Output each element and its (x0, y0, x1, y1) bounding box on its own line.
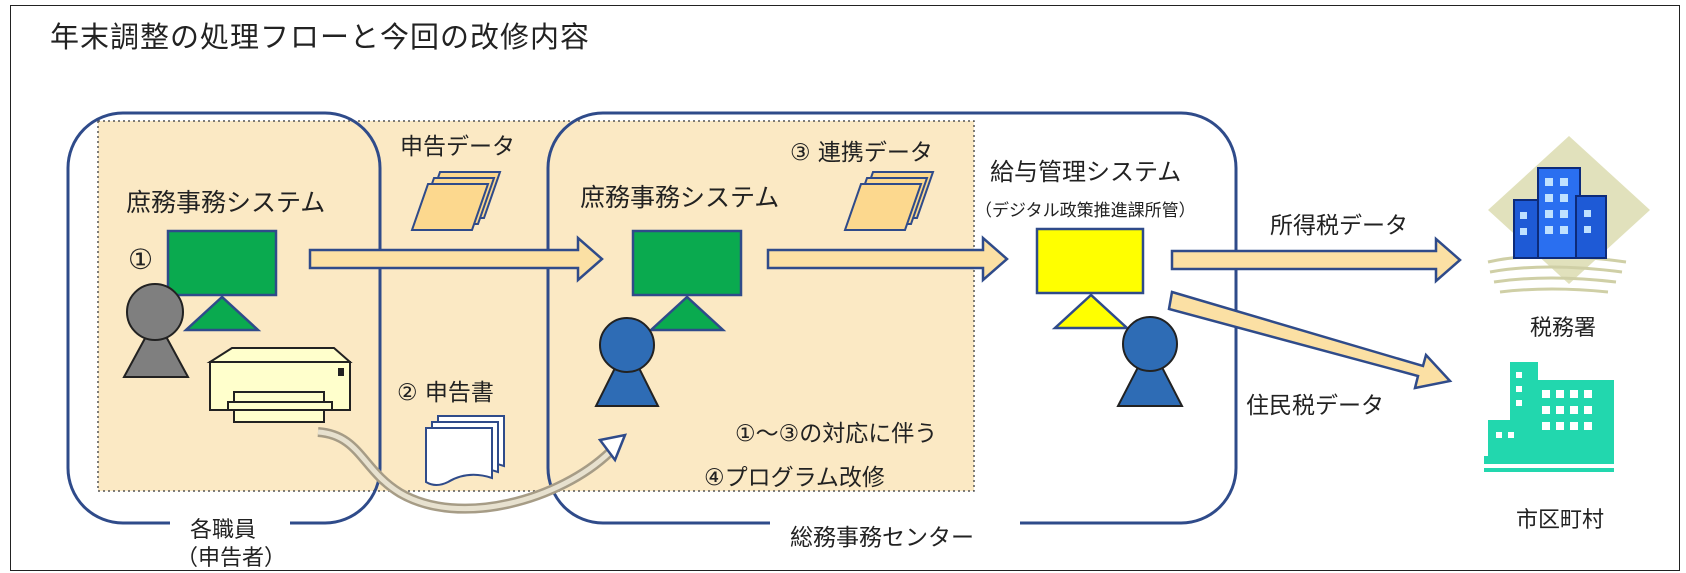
monitor-stand-icon-payroll (1051, 293, 1131, 330)
diagram-frame (10, 5, 1680, 571)
person-head-blue-payroll (1122, 316, 1178, 372)
person-body-blue-center (594, 341, 660, 407)
resident-tax-data-label: 住民税データ (1246, 393, 1384, 419)
person-body-blue-payroll (1116, 341, 1184, 407)
program-note-line2: ④プログラム改修 (704, 465, 885, 491)
center-system-label: 庶務事務システム (580, 183, 780, 212)
person-body-gray (122, 315, 190, 378)
program-note-line1: ①～③の対応に伴う (735, 421, 938, 447)
data-files-icon-center (843, 171, 935, 231)
arrow-income-tax (1170, 236, 1462, 284)
tax-office-building-icon (1487, 136, 1650, 294)
tax-office-label: 税務署 (1530, 316, 1597, 341)
declaration-form-label: ② 申告書 (397, 380, 494, 406)
monitor-icon (166, 229, 278, 297)
curved-arrow-head (597, 433, 628, 463)
group-center-label: 総務事務センター (790, 525, 974, 551)
modification-scope-band (97, 120, 975, 492)
step-1-marker: ① (128, 243, 154, 276)
payroll-system-owner: （デジタル政策推進課所管） (975, 201, 1196, 221)
monitor-stand-icon-center (647, 295, 727, 332)
municipality-building-icon (1484, 362, 1614, 472)
paper-forms-icon (425, 415, 505, 486)
group-left-sublabel: （申告者） (176, 546, 287, 571)
arrow-resident-tax (1167, 290, 1453, 390)
monitor-icon-payroll (1035, 227, 1145, 295)
monitor-stand-icon (182, 295, 262, 332)
income-tax-data-label: 所得税データ (1270, 213, 1408, 239)
person-head-blue-center (599, 317, 655, 373)
payroll-system-label: 給与管理システム (990, 158, 1182, 186)
linkage-data-label: ③ 連携データ (790, 140, 933, 166)
left-system-label: 庶務事務システム (126, 188, 326, 217)
page-title: 年末調整の処理フローと今回の改修内容 (50, 20, 591, 54)
arrow-center-to-payroll (766, 235, 1009, 283)
declaration-data-label: 申告データ (400, 134, 515, 160)
person-head-gray (126, 283, 184, 341)
monitor-icon-center (631, 229, 743, 297)
group-left-label: 各職員 (190, 518, 257, 543)
data-files-icon-left (410, 171, 502, 231)
printer-icon (206, 347, 353, 423)
municipality-label: 市区町村 (1516, 508, 1605, 533)
arrow-left-to-center (308, 235, 604, 283)
